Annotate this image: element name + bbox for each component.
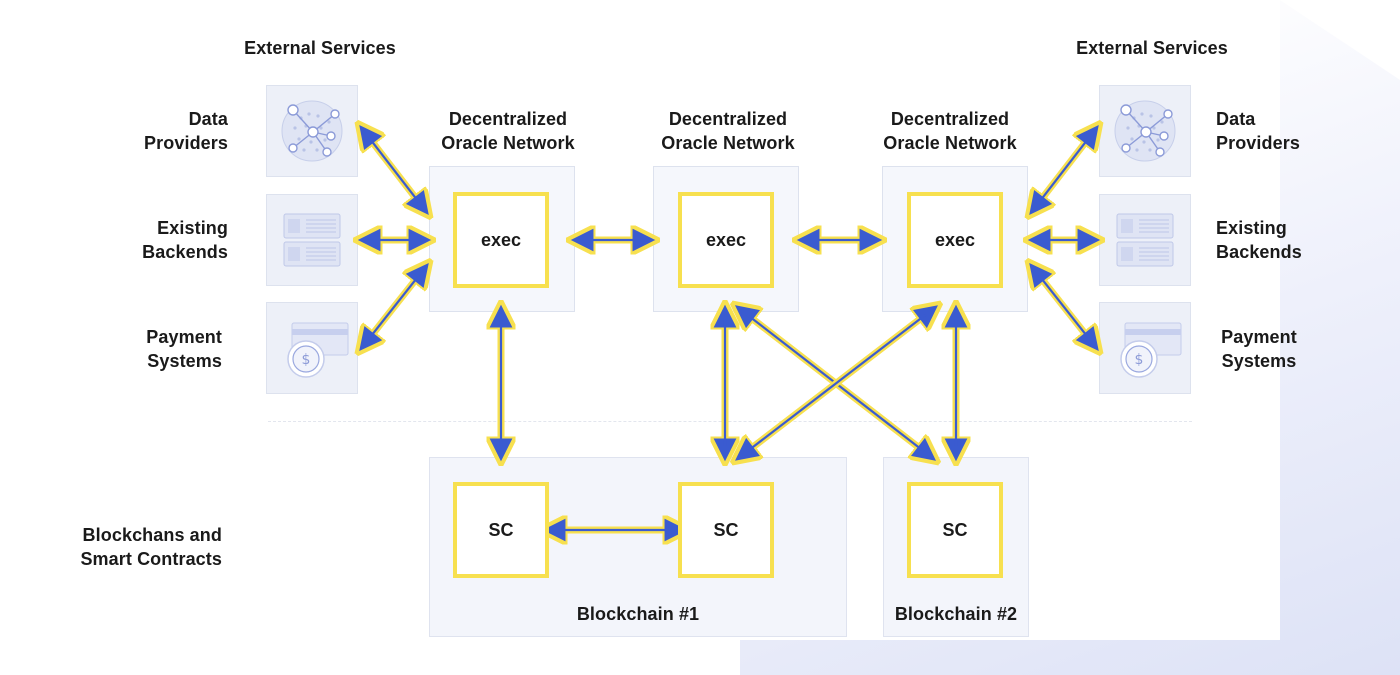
arrow-left-data-to-exec-1 xyxy=(360,126,428,214)
right-data-providers-label: Data Providers xyxy=(1216,109,1300,153)
payment-card-coin-icon: $ xyxy=(287,322,349,378)
left-data-providers-tile xyxy=(266,85,358,177)
network-globe-icon xyxy=(281,100,343,162)
left-data-providers-label: Data Providers xyxy=(144,109,228,153)
external-services-right-title: External Services xyxy=(1076,38,1228,58)
arrow-exec-3-to-sc-1b xyxy=(736,306,937,460)
exec-node-3[interactable]: exec xyxy=(907,192,1003,288)
left-payment-systems-tile: $ xyxy=(266,302,358,394)
smart-contract-1a[interactable]: SC xyxy=(453,482,549,578)
payment-card-coin-icon: $ xyxy=(1120,322,1182,378)
right-data-providers-tile xyxy=(1099,85,1191,177)
exec-node-2[interactable]: exec xyxy=(678,192,774,288)
blockchain-2-name: Blockchain #2 xyxy=(894,604,1018,624)
oracle-network-1-title: Decentralized Oracle Network xyxy=(441,109,575,153)
server-rack-icon xyxy=(283,213,341,267)
server-rack-icon xyxy=(1116,213,1174,267)
left-payment-systems-label: Payment Systems xyxy=(146,327,222,371)
right-existing-backends-label: Existing Backends xyxy=(1216,218,1302,262)
exec-node-1[interactable]: exec xyxy=(453,192,549,288)
oracle-network-3-title: Decentralized Oracle Network xyxy=(883,109,1017,153)
smart-contract-1b[interactable]: SC xyxy=(678,482,774,578)
blockchain-1-name: Blockchain #1 xyxy=(576,604,700,624)
oracle-network-2-title: Decentralized Oracle Network xyxy=(661,109,795,153)
right-existing-backends-tile xyxy=(1099,194,1191,286)
arrow-exec-3-to-right-payment xyxy=(1030,264,1098,350)
network-globe-icon xyxy=(1114,100,1176,162)
right-payment-systems-label: Payment Systems xyxy=(1221,327,1297,371)
blockchains-heading: Blockchans and Smart Contracts xyxy=(80,525,222,569)
smart-contract-2[interactable]: SC xyxy=(907,482,1003,578)
svg-text:$: $ xyxy=(302,352,311,368)
right-payment-systems-tile: $ xyxy=(1099,302,1191,394)
external-services-left-title: External Services xyxy=(244,38,396,58)
svg-text:$: $ xyxy=(1135,352,1144,368)
arrow-left-payment-to-exec-1 xyxy=(360,264,428,350)
arrow-exec-3-to-right-data xyxy=(1030,126,1098,214)
left-existing-backends-label: Existing Backends xyxy=(142,218,228,262)
